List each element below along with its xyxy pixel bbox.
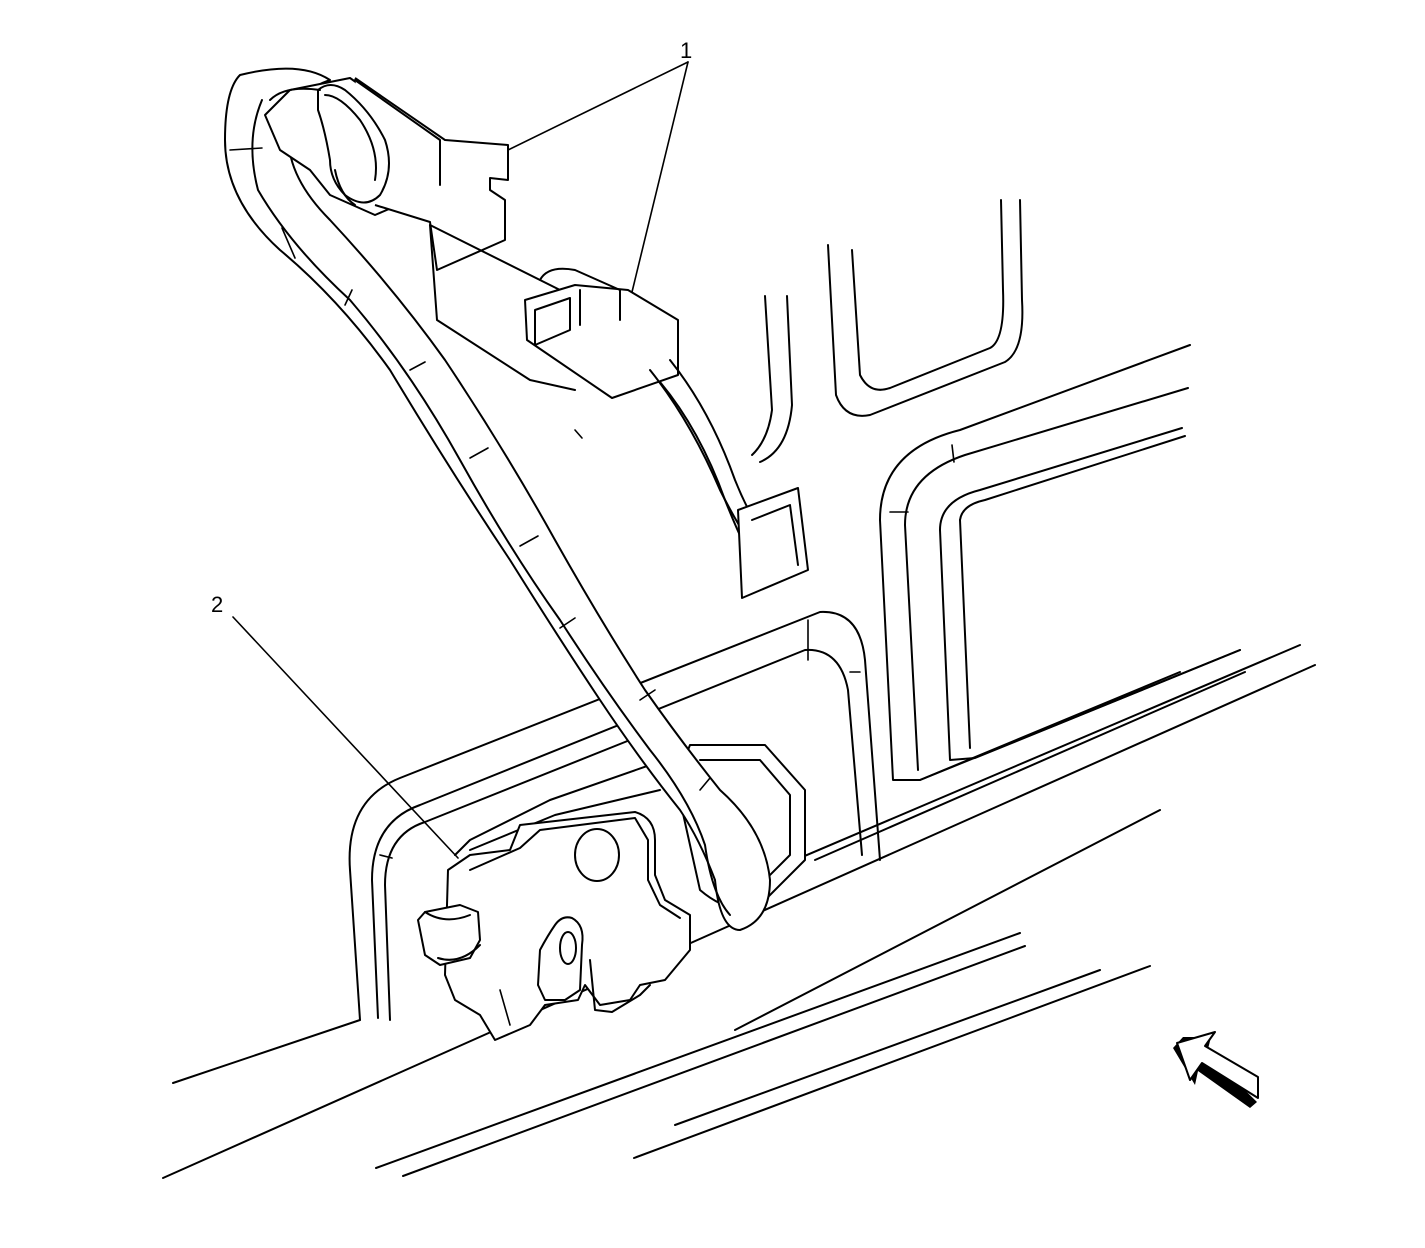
upper-connector-assembly [264, 77, 809, 599]
view-direction-arrow-icon [1173, 1031, 1259, 1108]
callout-label-2: 2 [211, 592, 224, 617]
body-panel-lines [162, 644, 1316, 1179]
latch-plate [417, 811, 691, 1041]
window-frames [751, 199, 1241, 781]
callout-label-1: 1 [680, 38, 693, 63]
actuator-rod [224, 67, 771, 931]
rear-panel [348, 610, 881, 1021]
leader-lines [232, 61, 689, 859]
